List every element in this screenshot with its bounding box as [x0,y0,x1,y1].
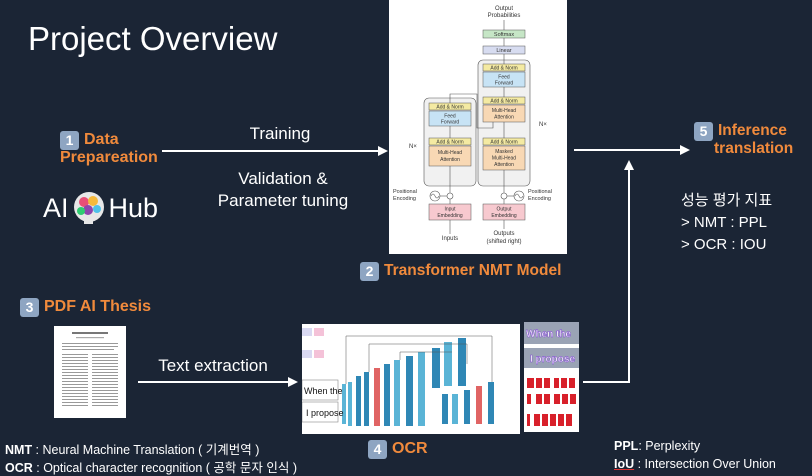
softmax-label: Softmax [494,32,514,38]
encoder-mha-label-2: Attention [440,157,460,163]
linear-label: Linear [496,48,511,54]
footnote-nmt-text: : Neural Machine Translation ( 기계번역 ) [32,443,260,457]
footnote-iou-key: IoU [614,457,635,471]
step-4-label: OCR [392,440,428,457]
footnote-ocr: OCR : Optical character recognition ( 공학… [5,457,297,476]
masked-label-1: Masked [495,149,513,155]
encoder-add-norm-1: Add & Norm [436,140,463,146]
step-4-ocr: 4 OCR [368,440,428,459]
ocr-to-inference-arrow [583,160,634,383]
step-5-inference: 5 Inference translation [694,122,793,158]
footnote-ocr-text: : Optical character recognition ( 공학 문자 … [32,461,297,475]
encoder-add-norm-2: Add & Norm [436,105,463,111]
encoder-add-icon [446,192,454,200]
output-probs-label-2: Probabilities [488,13,521,19]
decoder-pos-label-2: Encoding [528,196,551,202]
footnote-ppl: PPL: Perplexity [614,439,700,453]
page-title: Project Overview [28,20,278,57]
step-3-pdf-thesis: 3 PDF AI Thesis [20,298,151,317]
ocr-input-word-1: When the [304,386,343,396]
text-extraction-arrow [138,377,298,387]
step-number-badge: 3 [20,298,39,317]
metric-ocr: > OCR : IOU [681,236,767,253]
training-label: Training [249,124,311,143]
outputs-label-2: (shifted right) [486,239,521,245]
encoder-nx-label: N× [409,144,417,150]
step-1-label-line1: Data [84,131,119,148]
ai-hub-logo: AI Hub [43,190,158,226]
decoder-add-norm-1: Add & Norm [490,140,517,146]
inputs-label: Inputs [442,236,458,242]
logo-text-left: AI [43,192,69,223]
ocr-output-word-1: When the [526,329,571,340]
training-arrow [162,146,388,156]
transformer-architecture-figure: Output Probabilities Softmax Linear Add … [389,0,567,254]
decoder-mha-label-2: Attention [494,115,514,121]
ocr-input-word-2: I propose [306,408,344,418]
footnote-iou: IoU : Intersection Over Union [614,457,776,471]
ocr-char-boxes [527,378,576,426]
output-embedding-label-1: Output [496,207,512,213]
step-1-data-preparation: 1 Data Prepareation [60,131,158,167]
decoder-feed-label-2: Forward [495,81,514,87]
thesis-page-icon [62,332,118,406]
masked-label-3: Attention [494,162,514,168]
footnote-iou-text: : Intersection Over Union [634,457,776,471]
metrics-heading: 성능 평가 지표 [681,192,773,209]
encoder-mha-label-1: Multi-Head [438,150,462,156]
footnote-ppl-key: PPL [614,439,639,453]
evaluation-metrics: 성능 평가 지표 > NMT : PPL > OCR : IOU [681,190,772,256]
encoder-pos-label-1: Positional [393,189,417,195]
footnote-nmt: NMT : Neural Machine Translation ( 기계번역 … [5,439,259,458]
masked-label-2: Multi-Head [492,156,516,162]
input-embedding-label-1: Input [444,207,456,213]
step-2-transformer-model: 2 Transformer NMT Model [360,262,561,281]
step-1-label-line2: Prepareation [60,149,158,166]
ocr-skip-connections [345,335,493,384]
outputs-label-1: Outputs [493,231,514,237]
encoder-feed-label-1: Feed [444,114,456,120]
encoder-pos-label-2: Encoding [393,196,416,202]
input-embedding-label-2: Embedding [437,213,463,219]
text-extraction-label: Text extraction [158,356,268,375]
decoder-add-icon [500,192,508,200]
ocr-output-samples: When the I propose [524,322,579,432]
logo-text-right: Hub [108,192,159,223]
decoder-feed-label-1: Feed [498,75,510,81]
decoder-add-norm-2: Add & Norm [490,99,517,105]
inference-arrow [574,145,690,155]
ocr-output-word-2: I propose [530,354,575,365]
step-number-badge: 1 [60,131,79,150]
footnote-ocr-key: OCR [5,461,33,475]
output-probs-label-1: Output [495,6,513,12]
metric-nmt: > NMT : PPL [681,214,768,231]
validation-label-line2: Parameter tuning [217,191,349,210]
encoder-feed-label-2: Forward [441,120,460,126]
brain-head-icon [73,192,104,224]
step-number-badge: 4 [368,440,387,459]
validation-label-line1: Validation & [238,169,328,188]
step-2-label: Transformer NMT Model [384,262,562,279]
transformer-connections [440,20,514,234]
thesis-page-thumbnail [54,326,126,418]
decoder-mha-label-1: Multi-Head [492,108,516,114]
footnote-nmt-key: NMT [5,443,33,457]
ocr-network-figure: When the I propose [301,324,520,434]
step-number-badge: 2 [360,262,379,281]
decoder-nx-label: N× [539,122,547,128]
output-embedding-label-2: Embedding [491,213,517,219]
decoder-add-norm-3: Add & Norm [490,66,517,72]
step-5-label-line1: Inference [718,122,787,139]
step-5-label-line2: translation [714,140,794,157]
ocr-feature-maps [342,338,494,426]
step-3-label: PDF AI Thesis [44,298,151,315]
step-number-badge: 5 [694,122,713,141]
footnote-ppl-text: : Perplexity [638,439,701,453]
decoder-pos-label-1: Positional [528,189,552,195]
